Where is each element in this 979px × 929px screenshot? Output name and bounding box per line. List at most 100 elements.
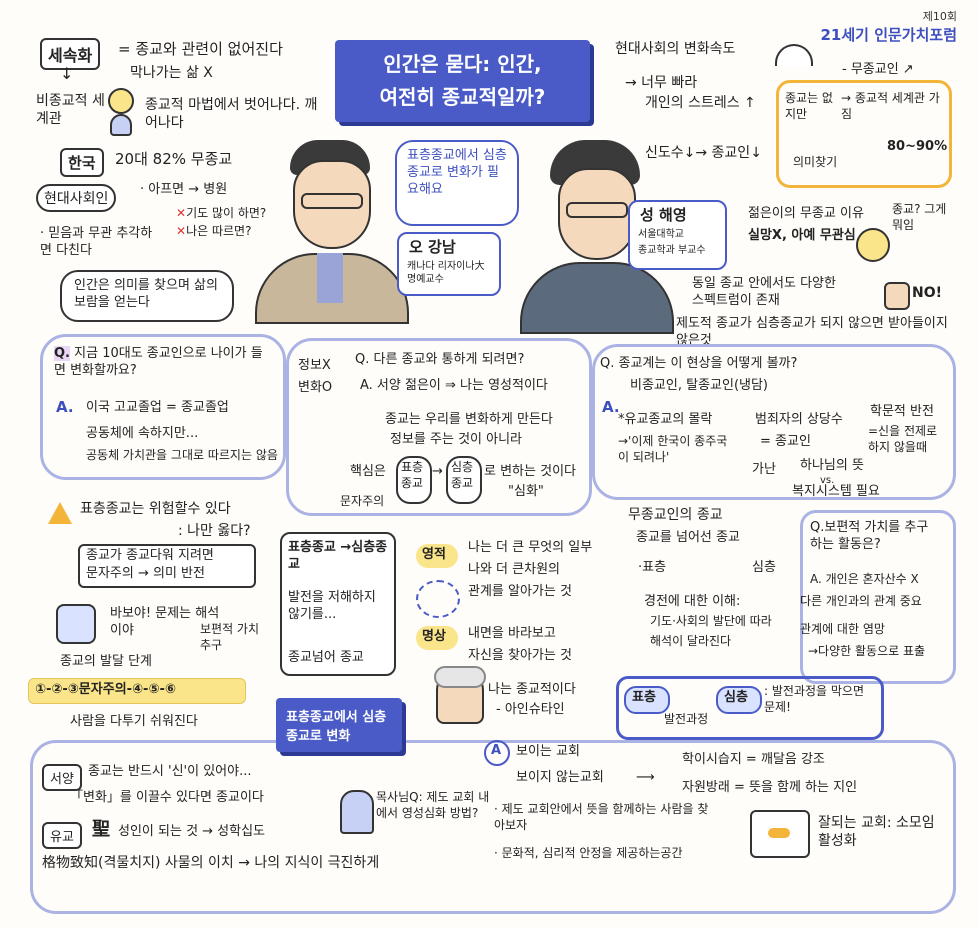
a-label-bottom-badge: A [484, 740, 510, 766]
people-talking-icon [56, 604, 96, 644]
deep-label: 심층 [752, 560, 776, 575]
stages-sequence: ①-②-③문자주의-④-⑤-⑥ [28, 678, 246, 704]
frame-mid-left [40, 334, 286, 480]
korea-stat: 20대 82% 무종교 [115, 150, 233, 168]
faith-premise: =신을 전제로 하지 않을때 [868, 424, 938, 454]
oh-bubble-text: 표층종교에서 심층종교로 변화가 필요해요 [407, 148, 507, 197]
non-rel-religion: 무종교인의 종교 [628, 507, 723, 523]
event-badge: 제10회 21세기 인문가치포럼 [821, 8, 958, 45]
faith-abstract: · 믿음과 무관 추각하면 다친다 [40, 226, 153, 258]
secularization-def: = 종교와 관련이 없어진다 [118, 40, 283, 58]
surface-religion-text: 표층 종교 [401, 460, 424, 490]
no-religion-but: 종교는 없지만 [785, 91, 833, 121]
a-label-bottom: A [491, 743, 502, 758]
meaning-bubble: 인간은 의미를 찾으며 삶의 보람을 얻는다 [60, 270, 234, 322]
meaning-search: 의미찾기 [793, 155, 838, 169]
seong-name-tag: 성 해영 서울대학교 종교학과 부교수 [628, 200, 727, 270]
info-x: 정보X [298, 358, 331, 373]
escape-magic-text: 종교적 마법에서 벗어나다. 깨어나다 [145, 97, 318, 132]
oh-name-tag: 오 강남 캐나다 리자이나大 명예교수 [397, 232, 501, 296]
surface-pill: 표층 [624, 686, 670, 714]
no-text: NO! [912, 285, 943, 301]
believers-decline: 신도수↓→ 종교인↓ [645, 145, 762, 161]
spectrum: 동일 종교 안에서도 다양한 스펙트럼이 존재 [692, 276, 836, 308]
worldview-box: 종교는 없지만 → 종교적 세계관 가짐 의미찾기 80~90% [776, 80, 952, 188]
other-relations: 다른 개인과의 관계 중요 [800, 594, 922, 608]
seong-name: 성 해영 [640, 206, 687, 224]
stages-title: 종교의 발달 단계 [60, 654, 152, 669]
criminal: 범죄자의 상당수 [755, 412, 843, 427]
west-label: 서양 [42, 764, 82, 791]
spirituality-text: 영적 [422, 547, 446, 562]
title-line2: 여전히 종교적일까? [379, 85, 546, 109]
stages-sequence-text: ①-②-③문자주의-④-⑤-⑥ [35, 682, 176, 697]
visible-church: 보이는 교회 [516, 744, 580, 759]
fool-text: 바보야! 문제는 해석이야 [110, 606, 220, 638]
welfare: 복지시스템 필요 [792, 484, 880, 499]
seong-affiliation1: 서울대학교 [638, 229, 684, 240]
stop-hand-icon [884, 282, 910, 310]
but-right: : 나만 옳다? [178, 523, 251, 539]
oh-name: 오 강남 [409, 238, 456, 256]
title-line1: 인간은 묻다: 인간, [383, 52, 542, 76]
event-name: 21세기 인문가치포럼 [820, 26, 958, 44]
interest: 관계에 대한 염망 [800, 622, 885, 636]
spirit-text3: 관계를 알아가는 것 [468, 584, 572, 599]
event-edition: 제10회 [922, 10, 957, 23]
change-q: 「변화」를 이끌수 있다면 종교이다 [70, 790, 264, 805]
x-mark-icon: ✕ [176, 206, 187, 220]
med-text1: 내면을 바라보고 [468, 626, 556, 641]
sage-text: 성인이 되는 것 → 성학십도 [118, 824, 266, 839]
universal-value: 보편적 가치 추구 [200, 622, 260, 652]
literalism-reversal: 문자주의 → 의미 반전 [86, 566, 205, 581]
religion-changes-us: 종교는 우리를 변화하게 만든다 [385, 412, 553, 427]
secularization-label: 세속화 [40, 38, 101, 70]
invisible-church: 보이지 않는교회 [516, 770, 604, 785]
oh-affiliation: 캐나다 리자이나大 명예교수 [407, 261, 485, 285]
oh-bubble: 표층종교에서 심층종교로 변화가 필요해요 [395, 140, 519, 226]
jawon: 자원방래 = 뜻을 함께 하는 지인 [682, 780, 858, 795]
too-fast: → 너무 빠라 [625, 75, 698, 91]
deep-religion-text: 심층 종교 [451, 460, 474, 490]
easy-fight: 사람을 다투기 쉬워진다 [70, 714, 198, 729]
scripture: 경전에 대한 이해: [644, 594, 741, 609]
confucian-decline: *유교종교의 몰락 [618, 412, 713, 427]
seong-affiliation2: 종교학과 부교수 [638, 245, 706, 256]
when-religion: 종교가 종교다워 지려면 [86, 548, 214, 563]
deep-pill-text: 심층 [724, 690, 748, 705]
spirit-text1: 나는 더 큰 무엇의 일부 [468, 540, 593, 555]
meditation-text: 명상 [422, 629, 446, 644]
not-info: 정보를 주는 것이 아니라 [390, 432, 522, 447]
q-after-10-text: 지금 10대도 종교인으로 나이가 들면 변화할까요? [54, 346, 263, 378]
sage-char: 聖 [92, 819, 110, 840]
einstein-quote: 나는 종교적이다 [488, 682, 576, 697]
med-text2: 자신을 찾아가는 것 [468, 648, 572, 663]
gewu-text: 格物致知(격물치지) 사물의 이치 → 나의 지식이 극진하게 [42, 855, 380, 871]
frame-mid-right [592, 344, 956, 500]
arrow-right-icon: → [432, 464, 443, 479]
deepening: "심화" [508, 484, 544, 499]
confucian-label: 유교 [42, 822, 82, 849]
vs-text: vs. [820, 475, 835, 486]
q-after-10: Q. 지금 10대도 종교인으로 나이가 들면 변화할까요? [54, 346, 264, 380]
academic: 학문적 반전 [870, 404, 934, 419]
warning-text: 표층종교는 위험할수 있다 [80, 501, 231, 517]
a-personal: A. 개인은 혼자산수 X [810, 572, 919, 586]
personal-stress: 개인의 스트레스 ↑ [645, 95, 756, 111]
blocked: : 발전과정을 막으면 문제! [764, 684, 864, 714]
non-religious-up: - 무종교인 ↗ [842, 62, 914, 77]
hindrance: 발전을 저해하지 않기를... [288, 590, 376, 622]
x-mark-icon: ✕ [176, 224, 187, 238]
poor: 가난 [752, 462, 776, 477]
long-arrow-icon: ⟶ [636, 770, 655, 785]
non-religious-worldview: 비종교적 세계관 [36, 93, 105, 128]
society-level: 기도·사회의 발단에 따라 [650, 614, 772, 628]
core-label: 핵심은 [350, 464, 386, 479]
surface-religion-pill: 표층 종교 [396, 456, 432, 504]
surface-label: ·표층 [638, 560, 667, 575]
deep-religion-pill: 심층 종교 [446, 456, 482, 504]
q-universal: Q.보편적 가치를 추구하는 활동은? [810, 520, 940, 554]
modern-person-label: 현대사회인 [36, 184, 117, 212]
good-church: 잘되는 교회: 소모임 활성화 [818, 815, 935, 850]
literalism-box: 종교가 종교다워 지려면 문자주의 → 의미 반전 [78, 544, 256, 588]
